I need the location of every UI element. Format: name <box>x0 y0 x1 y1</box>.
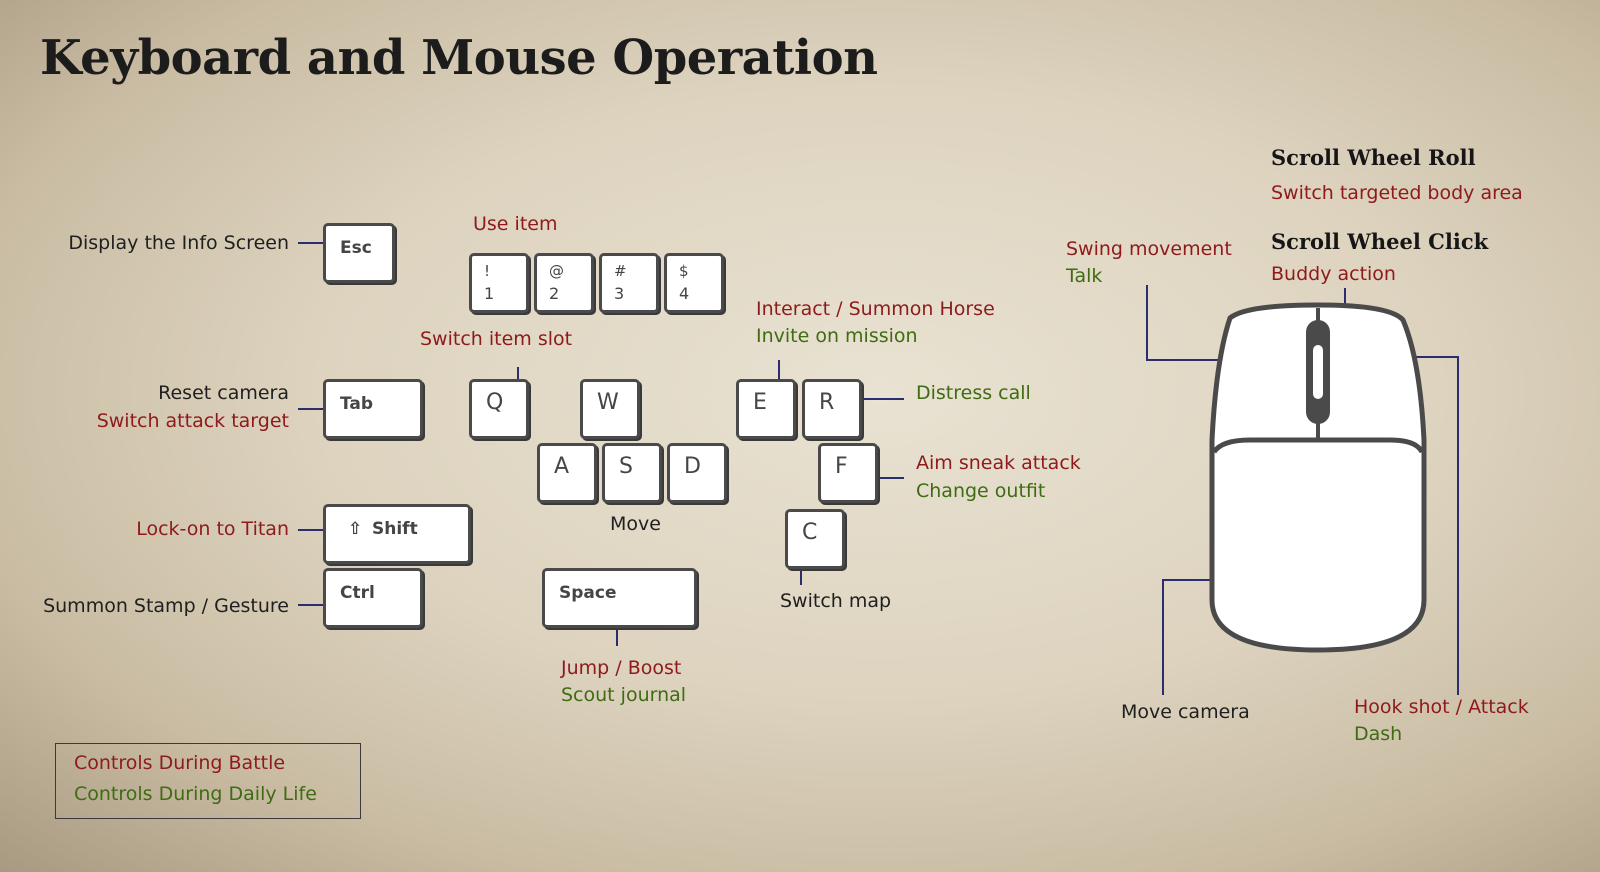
key-s: S <box>602 443 662 503</box>
key-s-label: S <box>619 454 633 479</box>
legend-daily-life: Controls During Daily Life <box>74 783 317 805</box>
key-4: $ 4 <box>664 253 724 313</box>
key-d: D <box>667 443 727 503</box>
label-scout-journal: Scout journal <box>561 684 687 706</box>
key-tab-label: Tab <box>340 394 374 414</box>
label-summon-stamp: Summon Stamp / Gesture <box>43 595 289 617</box>
label-switch-item-slot: Switch item slot <box>420 328 573 350</box>
label-hook-shot: Hook shot / Attack <box>1354 696 1529 718</box>
key-e: E <box>736 379 796 439</box>
key-e-label: E <box>753 390 767 415</box>
key-space-label: Space <box>559 583 617 603</box>
key-c: C <box>785 509 845 569</box>
label-scroll-click-title: Scroll Wheel Click <box>1271 229 1489 254</box>
key-2-symbol: @ <box>549 262 564 280</box>
page-title: Keyboard and Mouse Operation <box>40 30 878 86</box>
label-move: Move <box>610 513 661 535</box>
key-d-label: D <box>684 454 701 479</box>
shift-arrow-icon: ⇧ <box>348 519 363 539</box>
label-aim-sneak: Aim sneak attack <box>916 452 1081 474</box>
key-r-label: R <box>819 390 835 415</box>
key-w: W <box>580 379 640 439</box>
key-ctrl-label: Ctrl <box>340 583 375 603</box>
key-4-symbol: $ <box>679 262 689 280</box>
key-a-label: A <box>554 454 570 479</box>
key-shift: ⇧ Shift <box>323 504 471 564</box>
label-switch-attack-target: Switch attack target <box>96 410 289 432</box>
key-space: Space <box>542 568 697 628</box>
label-reset-camera: Reset camera <box>158 382 289 404</box>
label-dash: Dash <box>1354 723 1403 745</box>
label-talk: Talk <box>1066 265 1103 287</box>
label-switch-map: Switch map <box>780 590 892 612</box>
label-invite-mission: Invite on mission <box>756 325 918 347</box>
label-scroll-roll-action: Switch targeted body area <box>1271 182 1523 204</box>
label-scroll-roll-title: Scroll Wheel Roll <box>1271 145 1476 170</box>
key-esc: Esc <box>323 223 395 283</box>
key-1-symbol: ! <box>484 262 491 280</box>
legend-battle: Controls During Battle <box>74 752 286 774</box>
key-3-number: 3 <box>614 284 625 303</box>
key-a: A <box>537 443 597 503</box>
key-3-symbol: # <box>614 262 627 280</box>
key-f: F <box>818 443 878 503</box>
key-4-number: 4 <box>679 284 690 303</box>
label-change-outfit: Change outfit <box>916 480 1046 502</box>
label-use-item: Use item <box>473 213 558 235</box>
label-move-camera: Move camera <box>1121 701 1250 723</box>
key-3: # 3 <box>599 253 659 313</box>
key-ctrl: Ctrl <box>323 568 423 628</box>
label-lock-on-titan: Lock-on to Titan <box>136 518 289 540</box>
label-distress-call: Distress call <box>916 382 1031 404</box>
key-tab: Tab <box>323 379 423 439</box>
key-esc-label: Esc <box>340 238 372 258</box>
label-swing-movement: Swing movement <box>1066 238 1232 260</box>
key-w-label: W <box>597 390 619 415</box>
key-c-label: C <box>802 520 818 545</box>
legend-box: Controls During Battle Controls During D… <box>55 743 361 819</box>
key-f-label: F <box>835 454 848 479</box>
key-r: R <box>802 379 862 439</box>
key-2: @ 2 <box>534 253 594 313</box>
key-q: Q <box>469 379 529 439</box>
key-1: ! 1 <box>469 253 529 313</box>
label-jump-boost: Jump / Boost <box>561 657 682 679</box>
key-shift-label: Shift <box>372 519 418 539</box>
key-2-number: 2 <box>549 284 560 303</box>
key-1-number: 1 <box>484 284 495 303</box>
label-scroll-click-action: Buddy action <box>1271 263 1396 285</box>
key-q-label: Q <box>486 390 504 415</box>
label-interact-horse: Interact / Summon Horse <box>756 298 995 320</box>
label-info-screen: Display the Info Screen <box>68 232 289 254</box>
